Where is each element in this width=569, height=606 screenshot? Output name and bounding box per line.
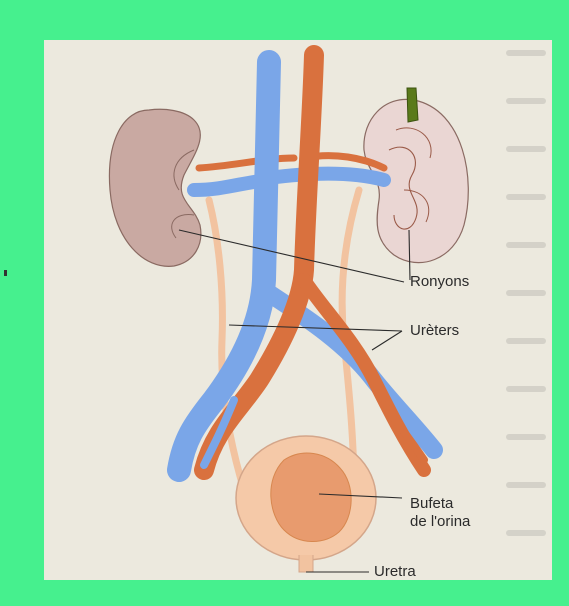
ureters-label: Urèters bbox=[410, 322, 459, 340]
bladder-label-line2: de l'orina bbox=[410, 513, 470, 531]
urethra bbox=[299, 555, 313, 572]
left-kidney bbox=[109, 109, 200, 266]
urethra-label: Uretra bbox=[374, 563, 416, 580]
urinary-system-diagram bbox=[44, 40, 552, 580]
stray-mark bbox=[4, 270, 7, 276]
kidneys-label: Ronyons bbox=[410, 273, 469, 291]
diagram-panel: Ronyons Urèters Bufeta de l'orina Uretra bbox=[44, 40, 552, 580]
bladder-label-line1: Bufeta bbox=[410, 495, 453, 513]
